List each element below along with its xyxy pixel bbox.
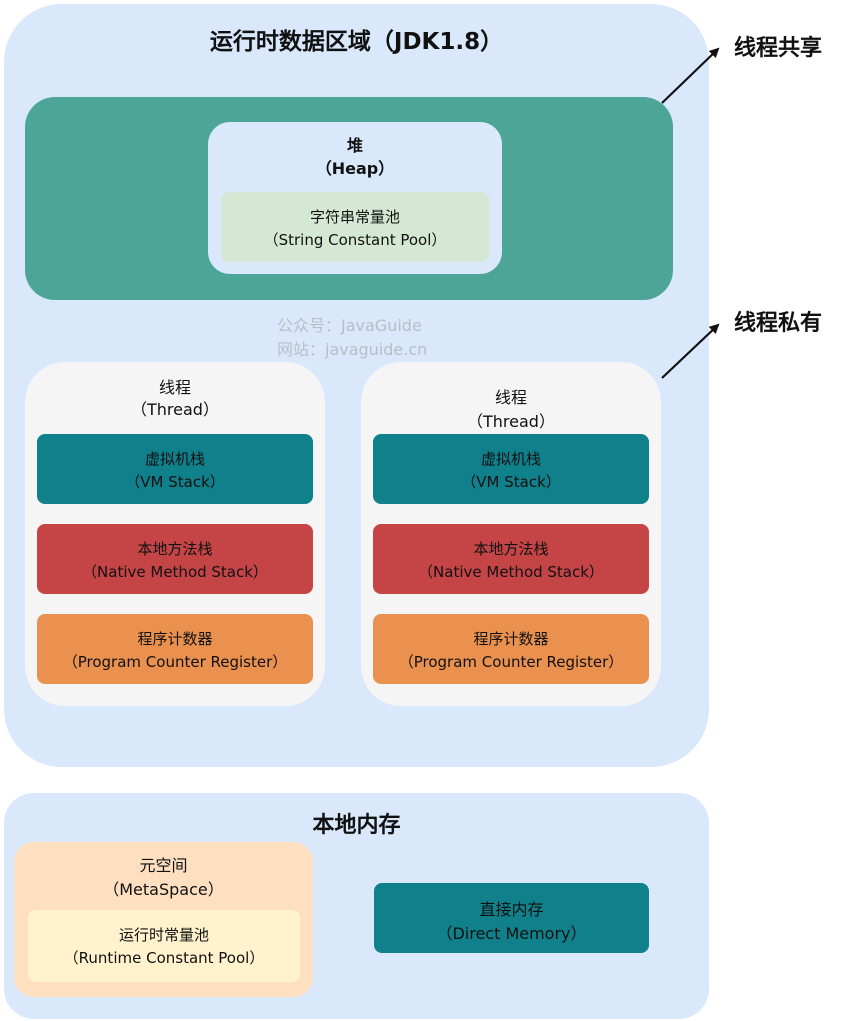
native-stack-label-en: （Native Method Stack） [82, 563, 268, 581]
runtime-pool-label-en: （Runtime Constant Pool） [63, 949, 265, 967]
native-stack-label-en: （Native Method Stack） [418, 563, 604, 581]
thread-shared-label: 线程共享 [734, 36, 823, 61]
vm-stack-label-en: （VM Stack） [461, 473, 561, 491]
program-counter-register: 程序计数器 （Program Counter Register） [37, 614, 313, 684]
string-pool-label-en: （String Constant Pool） [263, 231, 447, 249]
native-method-stack: 本地方法栈 （Native Method Stack） [37, 524, 313, 594]
thread-box-2: 线程 （Thread） 虚拟机栈 （VM Stack） 本地方法栈 （Nativ… [361, 362, 661, 706]
vm-stack-label-en: （VM Stack） [125, 473, 225, 491]
direct-memory-label-en: （Direct Memory） [436, 924, 587, 943]
thread-label: 线程 [494, 388, 527, 407]
thread-label-en: （Thread） [131, 400, 219, 419]
vm-stack-label: 虚拟机栈 [480, 450, 541, 468]
metaspace-label-en: （MetaSpace） [103, 880, 224, 899]
pc-register-label: 程序计数器 [137, 630, 213, 648]
runtime-pool-label: 运行时常量池 [118, 926, 209, 944]
vm-stack: 虚拟机栈 （VM Stack） [37, 434, 313, 504]
pc-register-label-en: （Program Counter Register） [62, 653, 288, 671]
string-constant-pool: 字符串常量池 （String Constant Pool） [221, 192, 489, 262]
vm-stack: 虚拟机栈 （VM Stack） [373, 434, 649, 504]
thread-private-label: 线程私有 [734, 311, 823, 336]
metaspace-label: 元空间 [139, 856, 188, 875]
runtime-constant-pool: 运行时常量池 （Runtime Constant Pool） [28, 910, 300, 982]
thread-label: 线程 [158, 378, 191, 397]
heap-label-en: （Heap） [315, 159, 395, 178]
native-method-stack: 本地方法栈 （Native Method Stack） [373, 524, 649, 594]
vm-stack-label: 虚拟机栈 [144, 450, 205, 468]
string-pool-label: 字符串常量池 [309, 208, 400, 226]
watermark-account: 公众号：JavaGuide [277, 316, 422, 335]
direct-memory: 直接内存 （Direct Memory） [374, 883, 649, 953]
program-counter-register: 程序计数器 （Program Counter Register） [373, 614, 649, 684]
pc-register-label: 程序计数器 [473, 630, 549, 648]
native-stack-label: 本地方法栈 [473, 540, 549, 558]
thread-box-1: 线程 （Thread） 虚拟机栈 （VM Stack） 本地方法栈 （Nativ… [25, 362, 325, 706]
native-memory-title: 本地内存 [312, 813, 401, 838]
thread-label-en: （Thread） [467, 412, 555, 431]
pc-register-label-en: （Program Counter Register） [398, 653, 624, 671]
heap-label: 堆 [346, 136, 363, 155]
native-stack-label: 本地方法栈 [137, 540, 213, 558]
watermark-website: 网站：javaguide.cn [277, 340, 428, 359]
direct-memory-label: 直接内存 [479, 900, 544, 919]
runtime-area-title: 运行时数据区域（JDK1.8） [209, 29, 504, 55]
